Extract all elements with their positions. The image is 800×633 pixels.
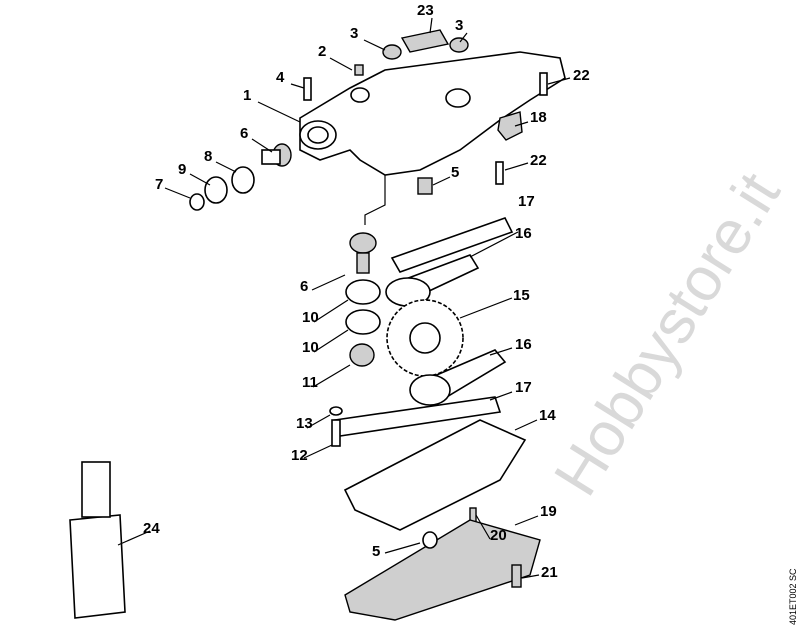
bevel-gear xyxy=(349,232,377,254)
part-label-23: 23 xyxy=(417,2,434,19)
leader-line xyxy=(364,175,386,225)
part-label-8: 8 xyxy=(204,148,212,165)
gear-hub xyxy=(409,322,441,354)
part-label-17: 17 xyxy=(515,379,532,396)
part-label-10: 10 xyxy=(302,339,319,356)
clip xyxy=(497,111,523,141)
watermark: Hobbystore.it xyxy=(541,161,793,507)
part-label-17: 17 xyxy=(518,193,535,210)
screw xyxy=(511,564,522,588)
part-label-3: 3 xyxy=(350,25,358,42)
plug xyxy=(382,44,402,60)
needle-bearing xyxy=(349,343,375,367)
bearing xyxy=(231,166,255,194)
part-label-3: 3 xyxy=(455,17,463,34)
gasket xyxy=(390,217,514,273)
screw xyxy=(303,77,312,101)
part-label-6: 6 xyxy=(240,125,248,142)
leader-lines xyxy=(117,17,571,579)
part-label-24: 24 xyxy=(143,520,160,537)
drawing-code: 401ET002 SC xyxy=(788,568,798,625)
part-label-22: 22 xyxy=(573,67,590,84)
part-label-14: 14 xyxy=(539,407,556,424)
part-label-16: 16 xyxy=(515,225,532,242)
screw xyxy=(331,419,341,447)
sleeve xyxy=(422,531,438,549)
part-label-22: 22 xyxy=(530,152,547,169)
circlip xyxy=(189,193,205,211)
gear-housing xyxy=(299,51,566,176)
part-label-19: 19 xyxy=(540,503,557,520)
part-label-10: 10 xyxy=(302,309,319,326)
label-plate xyxy=(400,29,450,53)
part-label-21: 21 xyxy=(541,564,558,581)
part-label-13: 13 xyxy=(296,415,313,432)
washer xyxy=(329,406,343,416)
part-label-1: 1 xyxy=(243,87,251,104)
part-label-20: 20 xyxy=(490,527,507,544)
rod-ring xyxy=(409,374,451,406)
part-label-9: 9 xyxy=(178,161,186,178)
part-label-5: 5 xyxy=(372,543,380,560)
cover-gasket xyxy=(343,419,527,531)
part-label-5: 5 xyxy=(451,164,459,181)
part-label-12: 12 xyxy=(291,447,308,464)
part-label-2: 2 xyxy=(318,43,326,60)
plug xyxy=(449,37,469,53)
part-label-6: 6 xyxy=(300,278,308,295)
bearing xyxy=(345,279,381,305)
part-label-11: 11 xyxy=(302,374,318,391)
shaft xyxy=(261,149,281,165)
part-label-4: 4 xyxy=(276,69,285,86)
clamp-bore xyxy=(307,126,329,144)
part-label-18: 18 xyxy=(530,109,547,126)
tube-cap xyxy=(81,461,111,518)
sleeve xyxy=(417,177,433,195)
screw xyxy=(539,72,548,96)
grease-tube xyxy=(69,514,126,619)
gear-cover xyxy=(344,519,541,621)
screw xyxy=(495,161,504,185)
boss xyxy=(350,87,370,103)
part-label-7: 7 xyxy=(155,176,163,193)
part-label-16: 16 xyxy=(515,336,532,353)
shaft xyxy=(356,252,370,274)
part-label-15: 15 xyxy=(513,287,530,304)
boss-2 xyxy=(445,88,471,108)
bearing xyxy=(204,176,228,204)
set-screw xyxy=(354,64,364,76)
bearing xyxy=(345,309,381,335)
